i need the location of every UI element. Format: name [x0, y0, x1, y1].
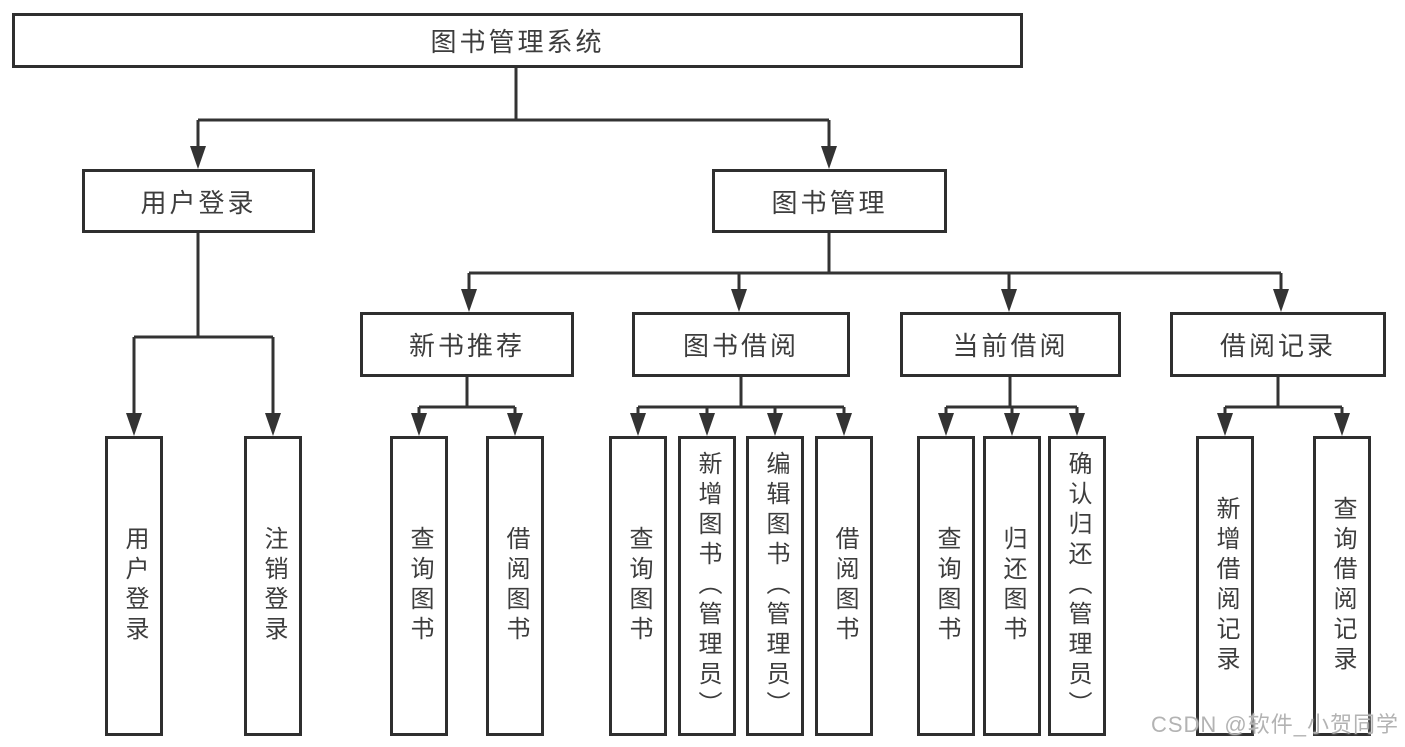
node-label-leaf-logout: 注销登录: [260, 526, 287, 646]
node-leaf-borrow-book-1: 借阅图书: [486, 436, 544, 736]
arrowhead-icon: [630, 413, 646, 436]
node-borrow-record: 借阅记录: [1170, 312, 1386, 377]
node-label-book-borrow: 图书借阅: [682, 331, 799, 361]
node-label-leaf-add-book: 新增图书（管理员）: [694, 451, 721, 721]
node-leaf-return-book: 归还图书: [983, 436, 1041, 736]
node-label-current-borrow: 当前借阅: [952, 331, 1069, 361]
arrowhead-icon: [767, 413, 783, 436]
node-label-user-login-group: 用户登录: [140, 187, 257, 218]
node-label-root: 图书管理系统: [430, 27, 605, 57]
node-leaf-query-book-3: 查询图书: [917, 436, 975, 736]
node-label-borrow-record: 借阅记录: [1219, 331, 1336, 361]
node-leaf-confirm-return: 确认归还（管理员）: [1048, 436, 1106, 736]
arrowhead-icon: [1001, 289, 1017, 312]
node-label-leaf-confirm-return: 确认归还（管理员）: [1064, 451, 1091, 721]
node-label-leaf-return-book: 归还图书: [999, 526, 1026, 646]
arrowhead-icon: [836, 413, 852, 436]
node-label-new-book-recommend: 新书推荐: [408, 331, 525, 361]
node-leaf-query-book-2: 查询图书: [609, 436, 667, 736]
arrowhead-icon: [126, 413, 142, 436]
arrowhead-icon: [1334, 413, 1350, 436]
node-root: 图书管理系统: [12, 13, 1023, 68]
node-new-book-recommend: 新书推荐: [360, 312, 574, 377]
arrowhead-icon: [1069, 413, 1085, 436]
node-label-leaf-borrow-book-2: 借阅图书: [831, 526, 858, 646]
node-label-leaf-edit-book: 编辑图书（管理员）: [762, 451, 789, 721]
arrowhead-icon: [821, 146, 837, 169]
arrowhead-icon: [731, 289, 747, 312]
node-current-borrow: 当前借阅: [900, 312, 1121, 377]
node-book-borrow: 图书借阅: [632, 312, 850, 377]
arrowhead-icon: [1004, 413, 1020, 436]
arrowhead-icon: [1217, 413, 1233, 436]
arrowhead-icon: [1273, 289, 1289, 312]
node-book-management-group: 图书管理: [712, 169, 947, 233]
node-leaf-query-book-1: 查询图书: [390, 436, 448, 736]
arrowhead-icon: [507, 413, 523, 436]
node-leaf-query-borrow-record: 查询借阅记录: [1313, 436, 1371, 736]
node-leaf-borrow-book-2: 借阅图书: [815, 436, 873, 736]
node-label-leaf-borrow-book-1: 借阅图书: [502, 526, 529, 646]
node-label-book-management-group: 图书管理: [771, 187, 888, 218]
csdn-watermark: CSDN @软件_小贺同学: [1150, 712, 1399, 737]
node-label-leaf-query-book-1: 查询图书: [406, 526, 433, 646]
node-user-login-group: 用户登录: [82, 169, 315, 233]
node-leaf-edit-book: 编辑图书（管理员）: [746, 436, 804, 736]
node-leaf-add-borrow-record: 新增借阅记录: [1196, 436, 1254, 736]
node-leaf-add-book: 新增图书（管理员）: [678, 436, 736, 736]
node-label-leaf-query-borrow-record: 查询借阅记录: [1329, 496, 1356, 676]
node-leaf-logout: 注销登录: [244, 436, 302, 736]
node-leaf-user-login: 用户登录: [105, 436, 163, 736]
arrowhead-icon: [938, 413, 954, 436]
node-label-leaf-user-login: 用户登录: [121, 526, 148, 646]
arrowhead-icon: [190, 146, 206, 169]
arrowhead-icon: [699, 413, 715, 436]
arrowhead-icon: [461, 289, 477, 312]
arrowhead-icon: [265, 413, 281, 436]
node-label-leaf-query-book-2: 查询图书: [625, 526, 652, 646]
node-label-leaf-add-borrow-record: 新增借阅记录: [1212, 496, 1239, 676]
node-label-leaf-query-book-3: 查询图书: [933, 526, 960, 646]
arrowhead-icon: [411, 413, 427, 436]
